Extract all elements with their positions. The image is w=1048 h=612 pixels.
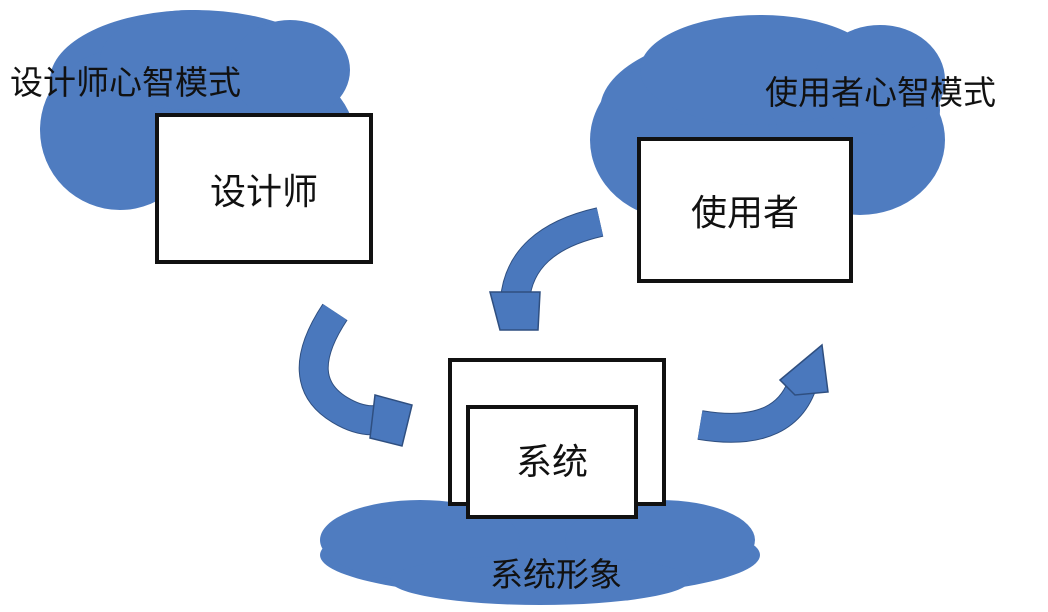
system-image-label: 系统形象 [490, 555, 622, 594]
system-box-text: 系统 [515, 442, 588, 483]
designer-model-label: 设计师心智模式 [10, 63, 241, 102]
designer-box: 设计师 [155, 113, 373, 264]
user-box-text: 使用者 [690, 193, 799, 234]
arrowhead-down-icon [489, 291, 541, 331]
system-box: 系统 [466, 405, 638, 519]
system-cloud [320, 500, 760, 605]
designer-box-text: 设计师 [209, 171, 318, 213]
user-box: 使用者 [637, 137, 853, 283]
user-model-label: 使用者心智模式 [765, 73, 996, 112]
arrowhead-up-icon [778, 343, 829, 396]
arrowhead-right-icon [369, 394, 413, 447]
